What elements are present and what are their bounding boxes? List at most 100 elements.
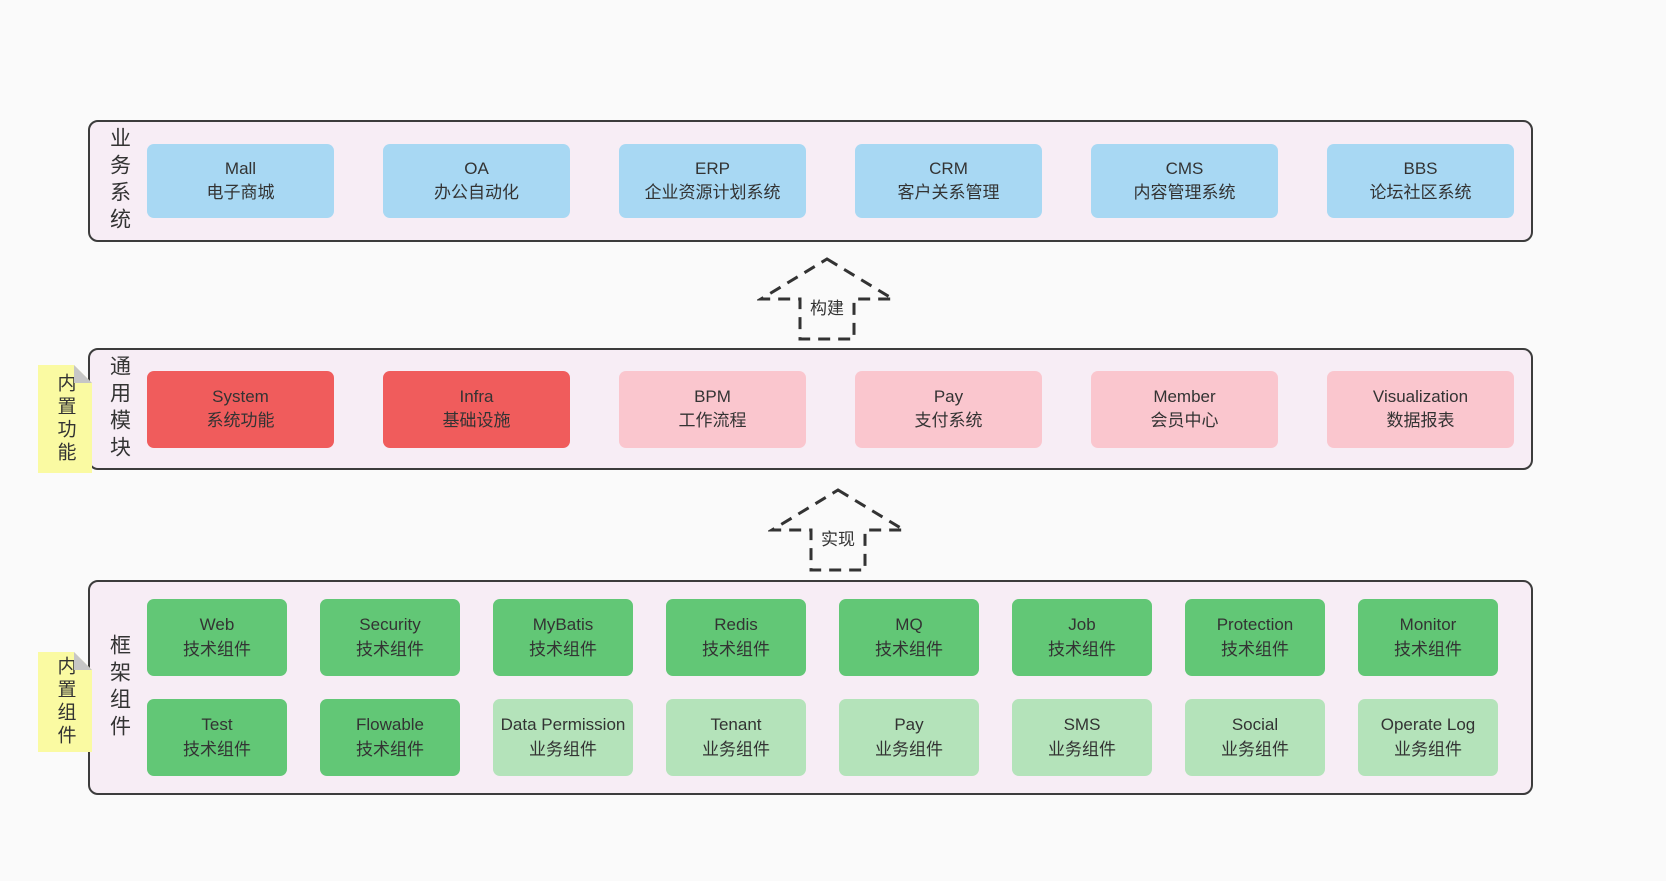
box-subtitle: 业务组件 [1221, 739, 1289, 759]
component-row-2: Test 技术组件 Flowable 技术组件 Data Permission … [147, 699, 1498, 776]
box-title: Data Permission [500, 715, 626, 735]
component-grid: Web 技术组件 Security 技术组件 MyBatis 技术组件 Redi… [147, 599, 1498, 776]
box-sms: SMS 业务组件 [1012, 699, 1152, 776]
box-subtitle: 技术组件 [529, 639, 597, 659]
box-oa: OA 办公自动化 [383, 144, 570, 218]
box-mall: Mall 电子商城 [147, 144, 334, 218]
box-title: Social [1231, 715, 1279, 735]
dashed-up-arrow-icon [757, 257, 897, 341]
box-crm: CRM 客户关系管理 [855, 144, 1042, 218]
box-system: System 系统功能 [147, 370, 334, 448]
box-data-permission: Data Permission 业务组件 [493, 699, 633, 776]
box-title: Mall [224, 158, 257, 178]
box-subtitle: 技术组件 [875, 639, 943, 659]
box-title: CMS [1165, 158, 1204, 178]
box-title: ERP [695, 158, 730, 178]
box-subtitle: 技术组件 [183, 739, 251, 759]
panel-framework-components: 框架组件 Web 技术组件 Security 技术组件 MyBatis 技术组件… [88, 580, 1533, 795]
box-title: Job [1068, 615, 1096, 635]
box-cms: CMS 内容管理系统 [1091, 144, 1278, 218]
box-flowable: Flowable 技术组件 [320, 699, 460, 776]
box-title: BBS [1403, 158, 1438, 178]
box-subtitle: 业务组件 [702, 739, 770, 759]
box-title: Pay [933, 386, 964, 406]
box-monitor: Monitor 技术组件 [1358, 599, 1498, 676]
box-subtitle: 基础设施 [442, 411, 511, 430]
box-member: Member 会员中心 [1091, 370, 1278, 448]
box-title: Web [199, 615, 235, 635]
component-row-1: Web 技术组件 Security 技术组件 MyBatis 技术组件 Redi… [147, 599, 1498, 676]
box-social: Social 业务组件 [1185, 699, 1325, 776]
box-infra: Infra 基础设施 [383, 370, 570, 448]
panel-common-modules: 通用模块 System 系统功能 Infra 基础设施 BPM 工作流程 Pay… [88, 348, 1533, 470]
box-title: SMS [1063, 715, 1101, 735]
box-tenant: Tenant 业务组件 [666, 699, 806, 776]
box-title: Member [1153, 386, 1216, 406]
box-title: Operate Log [1380, 715, 1476, 735]
box-subtitle: 客户关系管理 [897, 183, 1000, 202]
box-subtitle: 内容管理系统 [1133, 183, 1236, 202]
box-title: Test [201, 715, 233, 735]
box-subtitle: 技术组件 [1048, 639, 1116, 659]
box-subtitle: 支付系统 [914, 411, 983, 430]
box-redis: Redis 技术组件 [666, 599, 806, 676]
box-title: OA [464, 158, 489, 178]
box-subtitle: 技术组件 [183, 639, 251, 659]
box-subtitle: 技术组件 [356, 639, 424, 659]
box-subtitle: 技术组件 [702, 639, 770, 659]
panel-business-systems: 业务系统 Mall 电子商城 OA 办公自动化 ERP 企业资源计划系统 CRM… [88, 120, 1533, 242]
box-security: Security 技术组件 [320, 599, 460, 676]
box-web: Web 技术组件 [147, 599, 287, 676]
box-subtitle: 业务组件 [1048, 739, 1116, 759]
arrow-label-build: 构建 [807, 294, 847, 319]
panel-label-modules: 通用模块 [107, 355, 131, 463]
box-pay-component: Pay 业务组件 [839, 699, 979, 776]
arrow-build: 构建 [757, 256, 897, 342]
box-title: Pay [894, 715, 924, 735]
note-fold-corner-icon [74, 365, 92, 383]
panel-label-components: 框架组件 [107, 633, 131, 742]
box-protection: Protection 技术组件 [1185, 599, 1325, 676]
box-job: Job 技术组件 [1012, 599, 1152, 676]
box-title: Infra [459, 386, 494, 406]
box-title: Protection [1216, 615, 1294, 635]
box-title: Monitor [1399, 615, 1457, 635]
box-title: Tenant [710, 715, 762, 735]
box-subtitle: 业务组件 [1394, 739, 1462, 759]
box-subtitle: 办公自动化 [434, 183, 519, 202]
box-subtitle: 技术组件 [1394, 639, 1462, 659]
module-boxes-row: System 系统功能 Infra 基础设施 BPM 工作流程 Pay 支付系统… [147, 370, 1514, 448]
box-title: BPM [694, 386, 731, 406]
box-title: System [212, 386, 269, 406]
box-subtitle: 工作流程 [678, 411, 747, 430]
arrow-label-implement: 实现 [818, 525, 858, 550]
box-operate-log: Operate Log 业务组件 [1358, 699, 1498, 776]
box-bpm: BPM 工作流程 [619, 370, 806, 448]
box-subtitle: 论坛社区系统 [1369, 183, 1472, 202]
box-subtitle: 业务组件 [875, 739, 943, 759]
box-subtitle: 企业资源计划系统 [644, 183, 781, 202]
box-title: MQ [895, 615, 923, 635]
box-subtitle: 系统功能 [206, 411, 275, 430]
business-boxes-row: Mall 电子商城 OA 办公自动化 ERP 企业资源计划系统 CRM 客户关系… [147, 144, 1514, 218]
box-title: MyBatis [532, 615, 594, 635]
box-title: CRM [929, 158, 968, 178]
arrow-implement: 实现 [768, 487, 908, 573]
panel-label-business: 业务系统 [107, 127, 131, 235]
box-subtitle: 业务组件 [529, 739, 597, 759]
box-mybatis: MyBatis 技术组件 [493, 599, 633, 676]
dashed-up-arrow-icon [768, 488, 908, 572]
box-title: Security [359, 615, 421, 635]
box-subtitle: 技术组件 [356, 739, 424, 759]
box-test: Test 技术组件 [147, 699, 287, 776]
box-erp: ERP 企业资源计划系统 [619, 144, 806, 218]
note-built-in-function: 内置功能 [38, 365, 92, 473]
note-fold-corner-icon [74, 652, 92, 670]
box-subtitle: 会员中心 [1150, 411, 1219, 430]
box-subtitle: 技术组件 [1221, 639, 1289, 659]
box-subtitle: 电子商城 [206, 183, 275, 202]
box-visualization: Visualization 数据报表 [1327, 370, 1514, 448]
box-bbs: BBS 论坛社区系统 [1327, 144, 1514, 218]
box-title: Redis [714, 615, 758, 635]
